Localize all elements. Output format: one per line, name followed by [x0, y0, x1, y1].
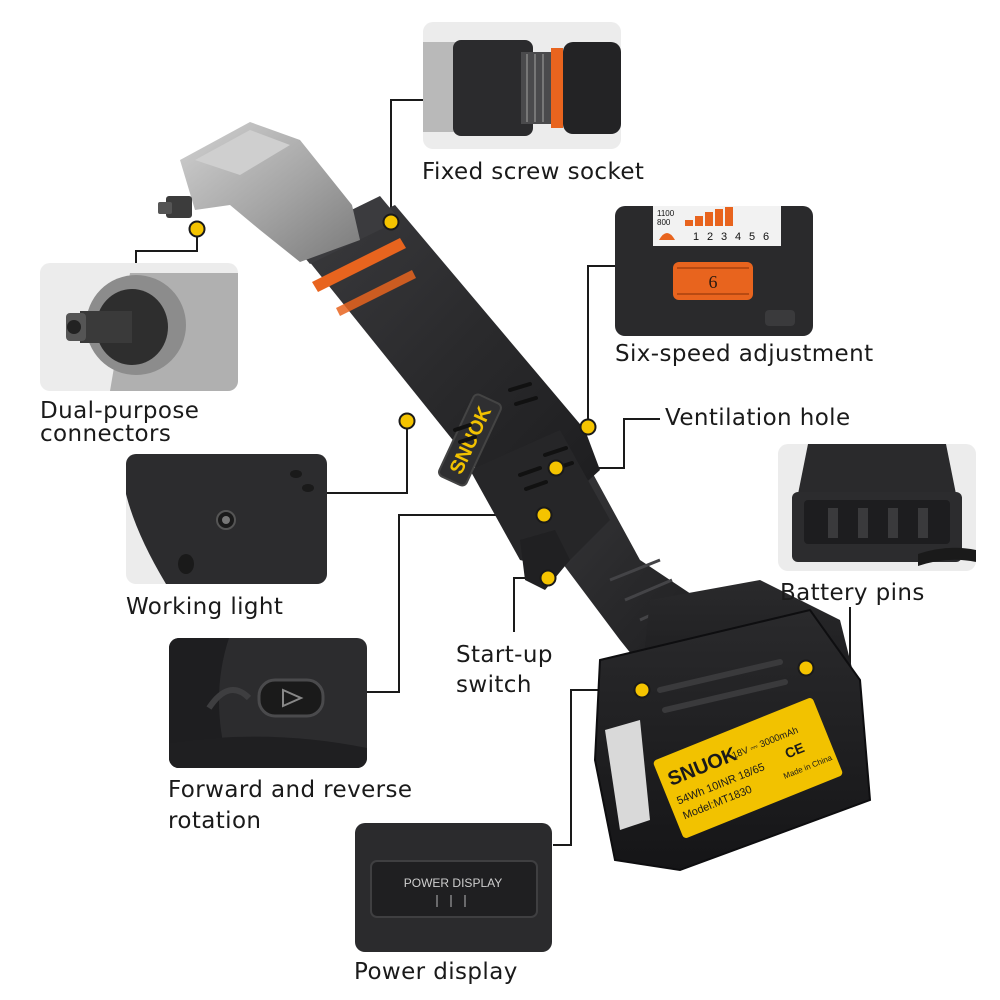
- connector-closeup: [40, 263, 238, 391]
- speed-number-3: 3: [721, 231, 727, 243]
- label-dual-purpose-connectors-line2: connectors: [40, 421, 172, 447]
- label-forward-reverse-line1: Forward and reverse: [168, 777, 413, 803]
- thumb-forward-reverse-rotation: [169, 638, 367, 768]
- label-six-speed-adjustment: Six-speed adjustment: [615, 341, 874, 367]
- socket-closeup: [423, 22, 621, 149]
- thumb-dual-purpose-connectors: [40, 263, 238, 391]
- startup-trigger: [520, 530, 570, 590]
- speed-number-2: 2: [707, 231, 713, 243]
- rotation-switch-button: [257, 678, 325, 718]
- speed-dial-closeup: 1100 800 1 2 3 4 5 6 6: [615, 206, 813, 336]
- speed-scale-high: 1100: [657, 209, 675, 218]
- label-power-display: Power display: [354, 959, 518, 985]
- working-light-closeup: [126, 454, 327, 584]
- callout-line-dual-connectors: [135, 229, 198, 263]
- square-drive: [166, 196, 192, 218]
- thumb-six-speed-adjustment: 1100 800 1 2 3 4 5 6 6: [615, 206, 813, 336]
- label-forward-reverse-line2: rotation: [168, 808, 262, 834]
- thumb-battery-pins: [778, 444, 976, 571]
- callout-line-rotation: [367, 514, 544, 693]
- callout-line-fixed-socket: [390, 99, 425, 222]
- label-fixed-screw-socket: Fixed screw socket: [422, 159, 645, 185]
- label-startup-switch-line2: switch: [456, 672, 532, 698]
- speed-scale-low: 800: [657, 218, 671, 227]
- battery-ce-mark: CE: [782, 739, 806, 761]
- battery-label: SNUOK 18V ⎓ 3000mAh 54Wh 10INR 18/65 Mod…: [653, 698, 843, 838]
- label-working-light: Working light: [126, 594, 284, 620]
- label-ventilation-hole: Ventilation hole: [665, 405, 851, 431]
- label-startup-switch-line1: Start-up: [456, 642, 553, 668]
- callout-line-six-speed: [587, 265, 615, 427]
- label-dual-purpose-connectors-line1: Dual-purpose: [40, 398, 200, 424]
- speed-wheel-value: 6: [709, 272, 718, 292]
- power-display-closeup: POWER DISPLAY: [355, 823, 552, 952]
- battery-pins-closeup: [778, 444, 976, 571]
- orange-ring: [312, 238, 406, 292]
- thumb-fixed-screw-socket: [423, 22, 621, 149]
- speed-number-1: 1: [693, 231, 699, 243]
- speed-number-5: 5: [749, 231, 755, 243]
- thumb-working-light: [126, 454, 327, 584]
- label-battery-pins: Battery pins: [780, 580, 925, 606]
- rotation-switch-closeup: [169, 638, 367, 768]
- speed-number-6: 6: [763, 231, 769, 243]
- power-display-panel-text: POWER DISPLAY: [404, 876, 502, 890]
- thumb-power-display: POWER DISPLAY: [355, 823, 552, 952]
- speed-number-4: 4: [735, 231, 741, 243]
- callout-line-working-light: [327, 421, 408, 494]
- tool-body: [300, 205, 600, 520]
